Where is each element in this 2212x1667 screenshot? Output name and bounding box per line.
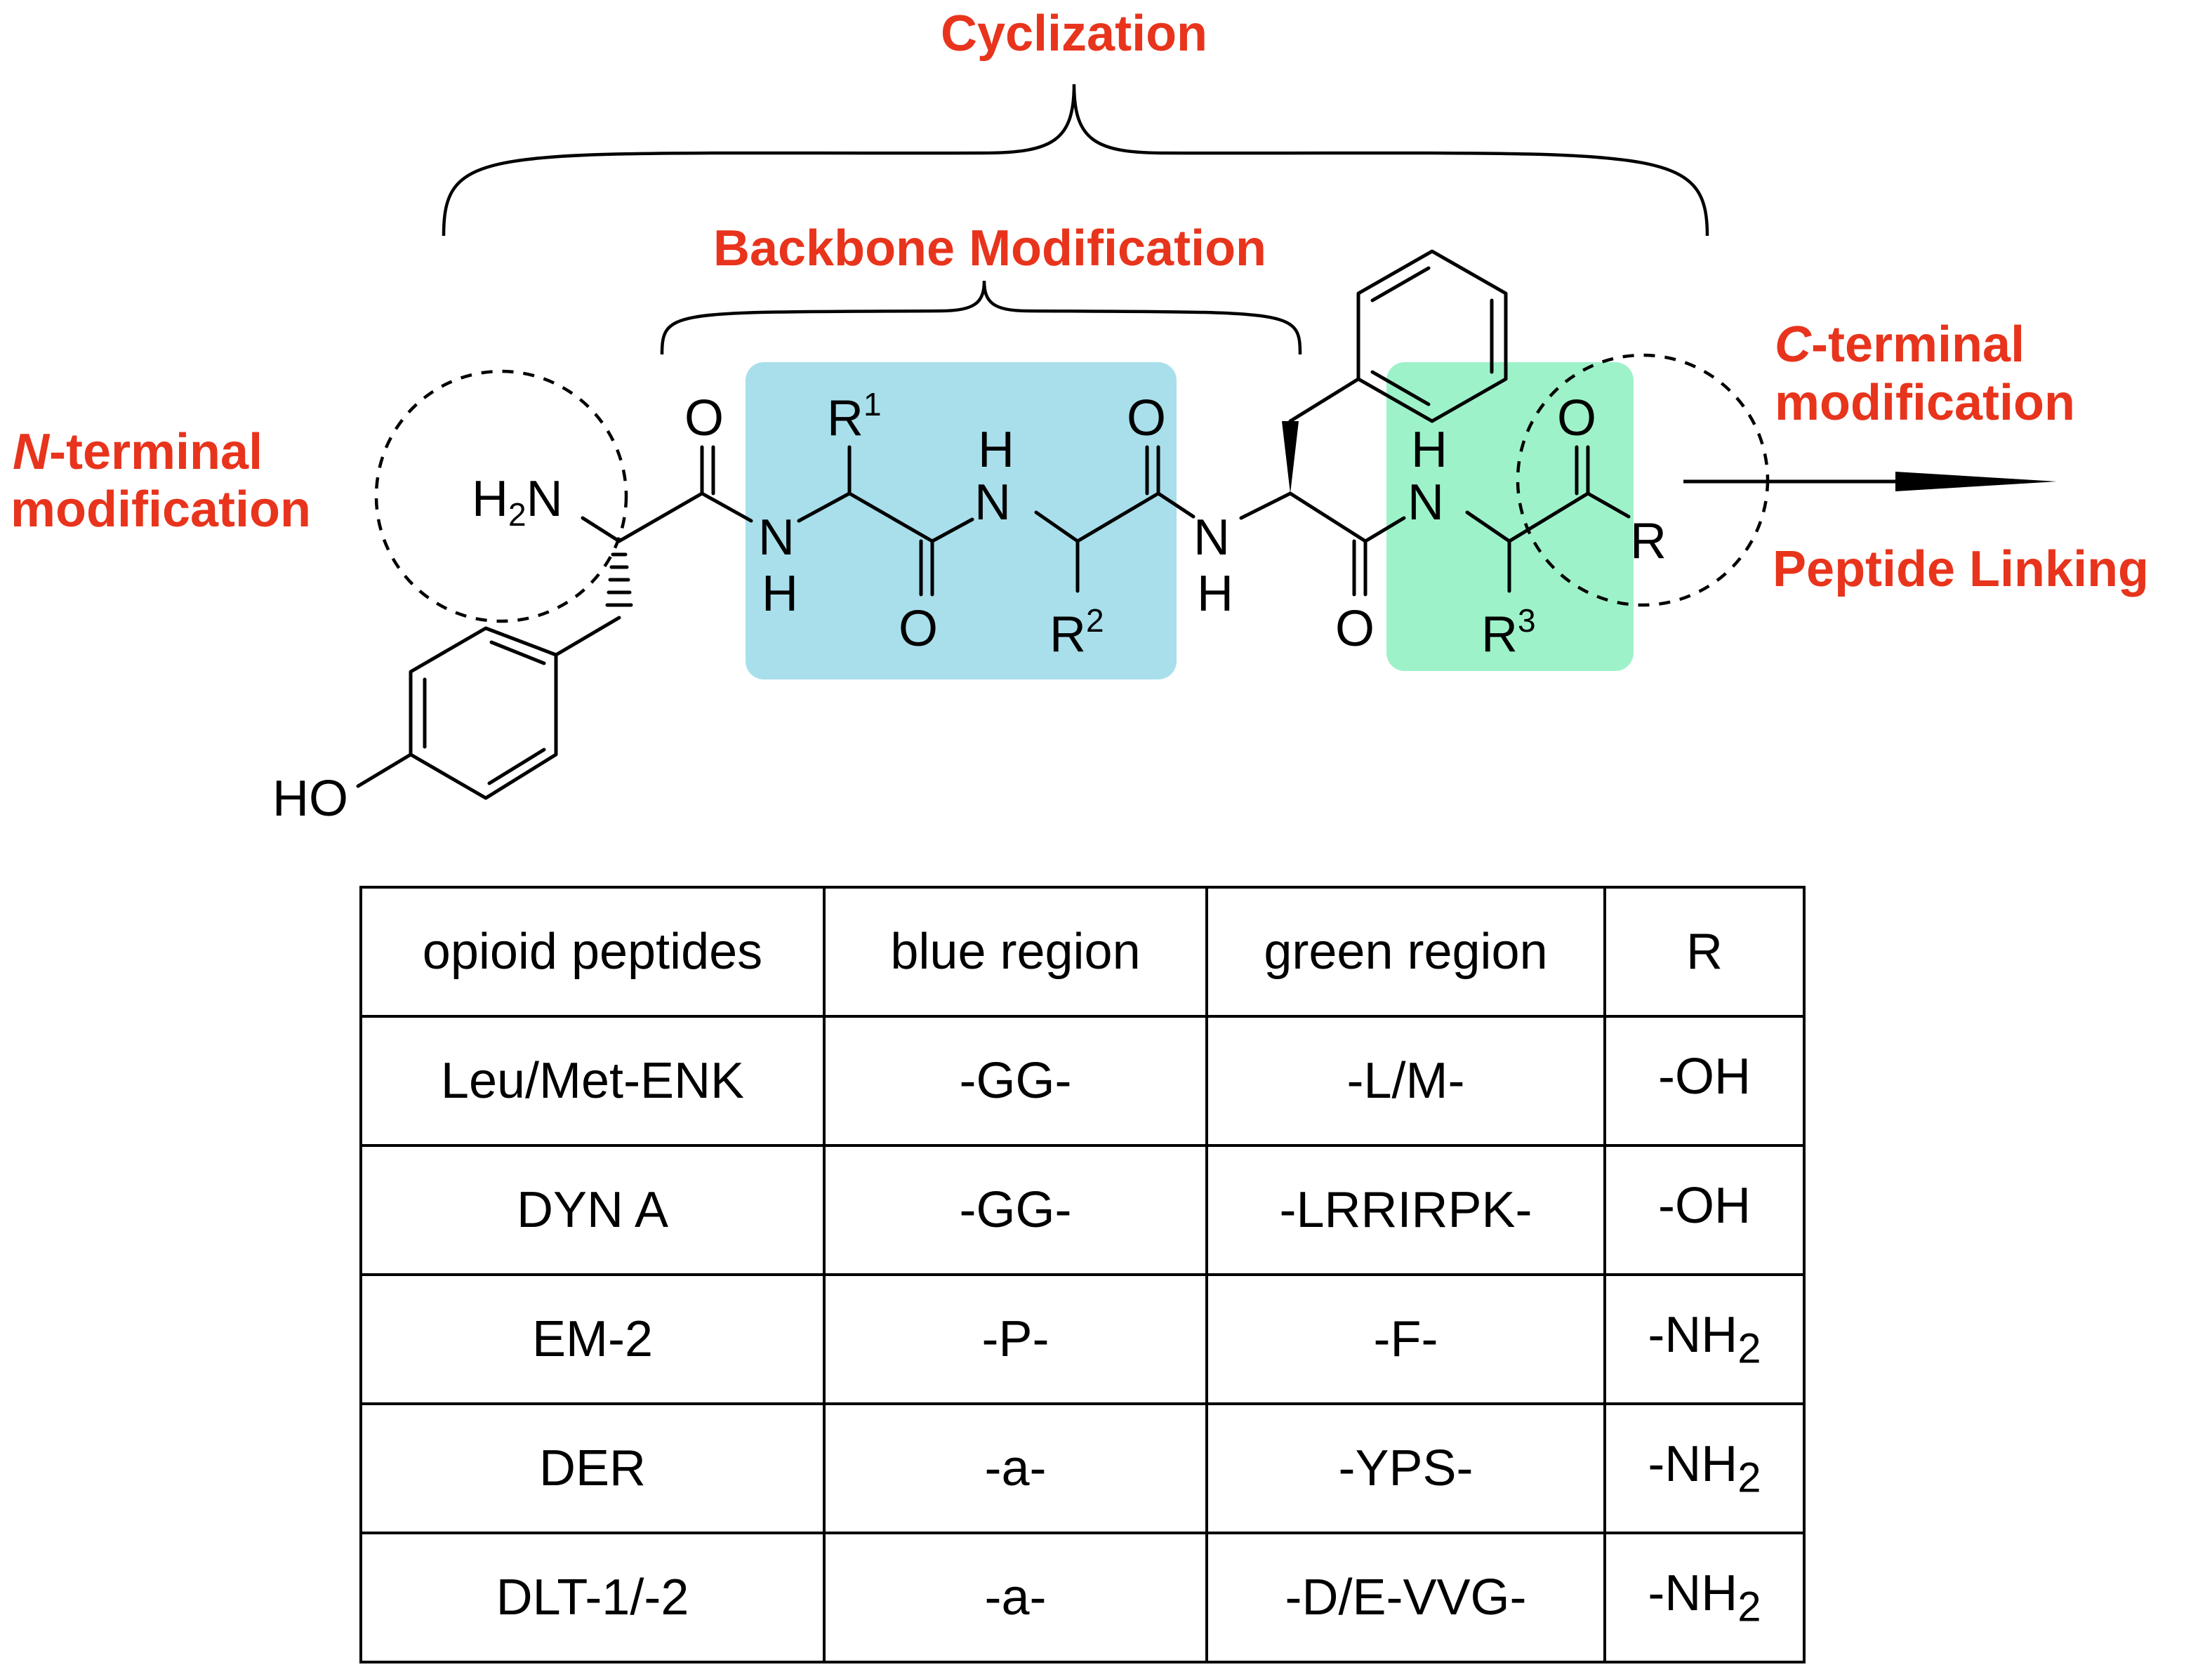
backbone-modification-label: Backbone Modification xyxy=(713,220,1266,277)
nh3-n-label: N xyxy=(1193,510,1230,566)
h2n-sub: 2 xyxy=(508,496,526,533)
svg-text:R2: R2 xyxy=(1049,602,1104,663)
cyclization-brace xyxy=(442,84,1709,237)
nh2-h-label: H xyxy=(978,422,1014,478)
cell-peptide: Leu/Met-ENK xyxy=(359,1015,826,1147)
blue-region xyxy=(746,362,1177,679)
green-region xyxy=(1386,362,1634,671)
cell-r: -NH2 xyxy=(1603,1402,1806,1534)
table-row: DER -a- -YPS- -NH2 xyxy=(359,1402,1806,1534)
o2-label: O xyxy=(899,601,938,657)
backbone-brace xyxy=(660,280,1302,355)
svg-text:R1: R1 xyxy=(827,386,882,446)
cell-blue: -a- xyxy=(823,1532,1208,1663)
nh4-h-label: H xyxy=(1411,422,1448,478)
cell-green: -F- xyxy=(1205,1273,1606,1405)
table-row: Leu/Met-ENK -GG- -L/M- -OH xyxy=(359,1015,1806,1147)
linking-arrow-head xyxy=(1895,472,2057,491)
table-row: DLT-1/-2 -a- -D/E-VVG- -NH2 xyxy=(359,1532,1806,1663)
cell-blue: -a- xyxy=(823,1402,1208,1534)
r-end-label: R xyxy=(1630,513,1667,569)
cyclization-label: Cyclization xyxy=(941,6,1207,62)
svg-text:R3: R3 xyxy=(1481,602,1536,663)
nh2-n-label: N xyxy=(974,474,1011,531)
c-terminal-modification-label: modification xyxy=(1775,375,2075,431)
o5-label: O xyxy=(1557,390,1596,446)
header-r: R xyxy=(1603,886,1806,1018)
cell-blue: -P- xyxy=(823,1273,1208,1405)
table-row: EM-2 -P- -F- -NH2 xyxy=(359,1273,1806,1405)
n-terminal-circle xyxy=(374,369,628,623)
nh4-n-label: N xyxy=(1408,474,1444,531)
atom-labels: H2N HO O N H R1 O H N R2 O N H O H N R3 … xyxy=(272,386,1667,827)
c-terminal-label: C-terminal xyxy=(1775,317,2025,373)
ho-label: HO xyxy=(272,771,348,827)
r1-sup: 1 xyxy=(863,386,882,423)
cell-r: -NH2 xyxy=(1603,1273,1806,1405)
cell-peptide: DLT-1/-2 xyxy=(359,1532,826,1663)
o1-label: O xyxy=(684,390,724,446)
nh1-n-label: N xyxy=(758,510,795,566)
r3-sup: 3 xyxy=(1518,602,1536,639)
r3-label: R xyxy=(1481,606,1518,663)
cell-r: -OH xyxy=(1603,1015,1806,1147)
r2-label: R xyxy=(1049,606,1086,663)
molecule-bonds xyxy=(356,249,1631,800)
cell-blue: -GG- xyxy=(823,1015,1208,1147)
peptide-linking-label: Peptide Linking xyxy=(1773,541,2149,597)
table-row: DYN A -GG- -LRRIRPK- -OH xyxy=(359,1144,1806,1276)
r2-sup: 2 xyxy=(1086,602,1104,639)
cell-green: -YPS- xyxy=(1205,1402,1606,1534)
nh3-h-label: H xyxy=(1197,566,1233,622)
cell-peptide: EM-2 xyxy=(359,1273,826,1405)
cell-green: -LRRIRPK- xyxy=(1205,1144,1606,1276)
n-terminal-label: N-terminal xyxy=(13,424,263,480)
opioid-peptides-table: opioid peptides blue region green region… xyxy=(359,886,1806,1663)
n-terminal-modification-label: modification xyxy=(11,481,311,538)
h2n-h: H xyxy=(472,471,508,527)
o3-label: O xyxy=(1127,390,1166,446)
peptide-structure-diagram: H2N HO O N H R1 O H N R2 O N H O H N R3 … xyxy=(11,6,2149,827)
cell-green: -L/M- xyxy=(1205,1015,1606,1147)
header-blue-region: blue region xyxy=(823,886,1208,1018)
r1-label: R xyxy=(827,390,863,446)
header-opioid-peptides: opioid peptides xyxy=(359,886,826,1018)
header-green-region: green region xyxy=(1205,886,1606,1018)
cell-blue: -GG- xyxy=(823,1144,1208,1276)
nh1-h-label: H xyxy=(762,566,798,622)
svg-text:H2N: H2N xyxy=(472,471,563,533)
cell-green: -D/E-VVG- xyxy=(1205,1532,1606,1663)
cell-r: -OH xyxy=(1603,1144,1806,1276)
h2n-n: N xyxy=(526,471,563,527)
table-header-row: opioid peptides blue region green region… xyxy=(359,886,1806,1018)
cell-peptide: DYN A xyxy=(359,1144,826,1276)
o4-label: O xyxy=(1335,601,1375,657)
cell-r: -NH2 xyxy=(1603,1532,1806,1663)
cell-peptide: DER xyxy=(359,1402,826,1534)
